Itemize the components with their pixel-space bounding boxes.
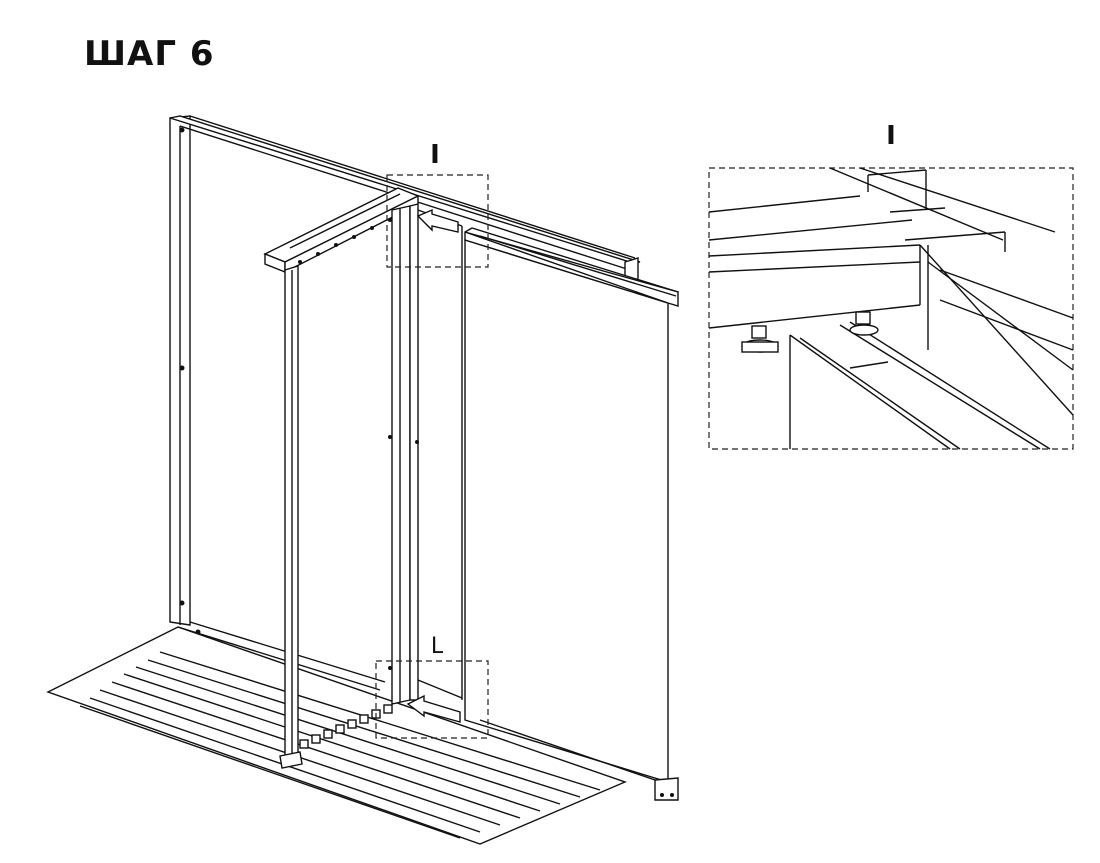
detail-marker-top: I	[430, 140, 440, 170]
detail-view-frame	[708, 167, 1074, 450]
leveling-feet	[741, 311, 879, 353]
insert-arrow-top	[416, 208, 459, 233]
detail-view: I	[708, 121, 1074, 450]
center-posts	[388, 203, 463, 705]
insert-arrow-bottom	[406, 694, 461, 723]
detail-view-title: I	[886, 121, 896, 151]
top-beam	[263, 187, 420, 274]
detail-box-bottom	[375, 660, 489, 739]
left-post	[279, 265, 303, 769]
step-title: ШАГ 6	[84, 34, 215, 74]
front-panel	[464, 227, 680, 801]
detail-marker-bottom: L	[431, 634, 444, 659]
detail-box-top	[386, 174, 489, 268]
floor-base	[46, 626, 627, 845]
